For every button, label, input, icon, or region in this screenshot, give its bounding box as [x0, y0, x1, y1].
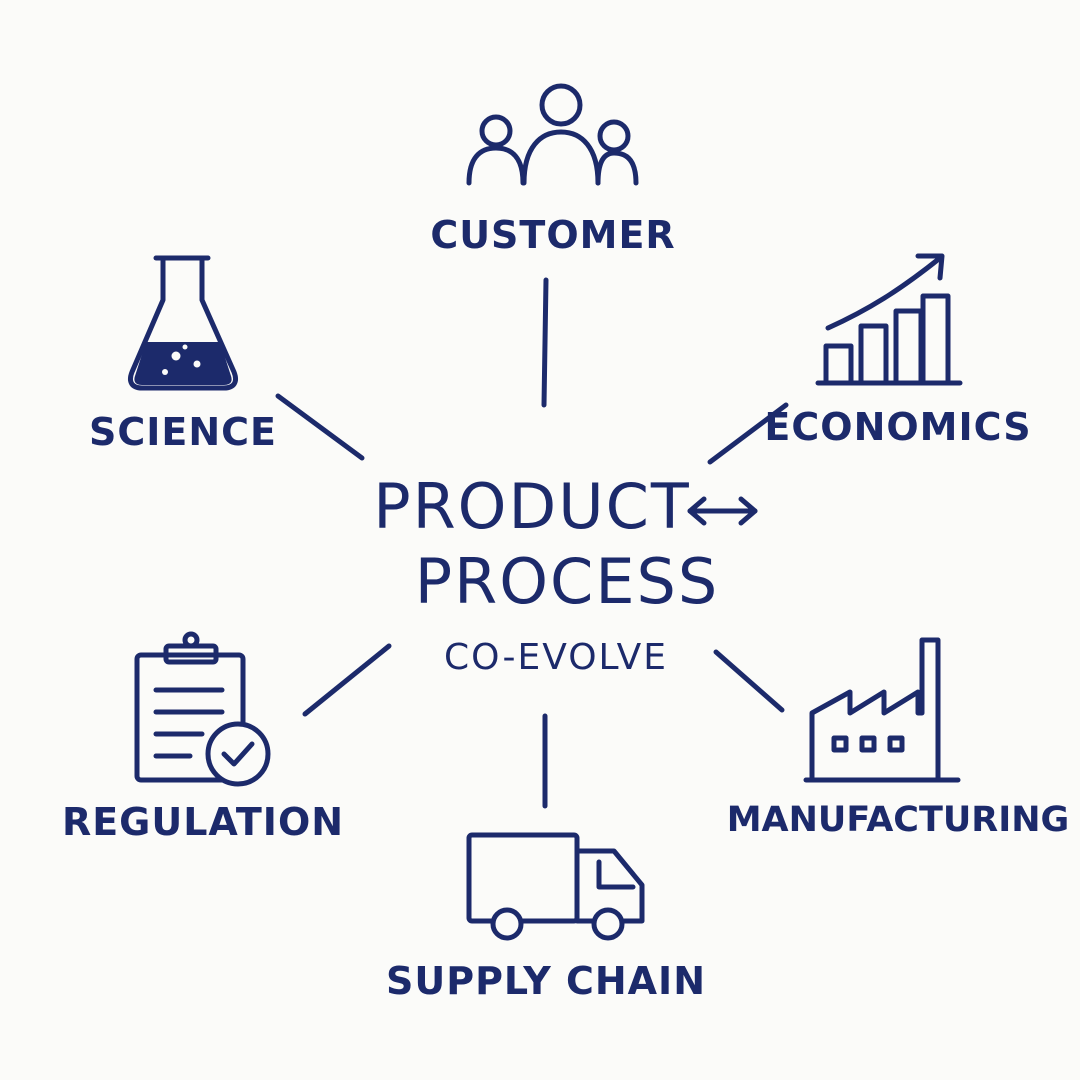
people-group-icon	[466, 83, 639, 186]
center-title-product: PRODUCT	[373, 470, 691, 543]
center-title-process: PROCESS	[414, 545, 720, 618]
node-label-economics: ECONOMICS	[764, 405, 1032, 449]
connector-manufacturing	[713, 649, 785, 713]
node-label-manufacturing: MANUFACTURING	[726, 800, 1070, 840]
node-label-supply-chain: SUPPLY CHAIN	[385, 959, 707, 1003]
center-subtitle: CO-EVOLVE	[443, 637, 669, 678]
node-label-science: SCIENCE	[88, 410, 278, 454]
node-label-customer: CUSTOMER	[430, 213, 676, 257]
double-arrow-icon	[687, 496, 758, 526]
connector-economics	[707, 402, 789, 465]
flask-icon	[127, 255, 239, 391]
truck-icon	[466, 832, 645, 941]
connector-science	[275, 393, 365, 461]
factory-icon	[803, 637, 961, 783]
connector-regulation	[302, 643, 392, 717]
bar-chart-trend-icon	[815, 253, 963, 386]
node-label-regulation: REGULATION	[61, 800, 345, 844]
clipboard-check-icon	[134, 631, 271, 787]
connector-customer	[541, 277, 549, 408]
